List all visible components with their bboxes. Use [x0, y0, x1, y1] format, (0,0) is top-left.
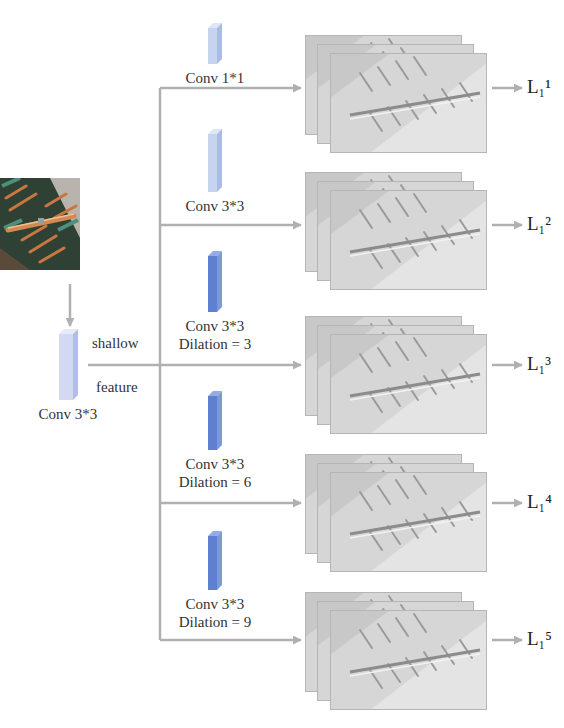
- layer-slab: [207, 22, 223, 65]
- conv-block: Conv 3*3 Dilation = 6: [164, 390, 266, 491]
- input-image: [0, 178, 80, 270]
- branch-arrow: [160, 224, 301, 227]
- loss-label: L₁¹: [527, 76, 551, 98]
- layer-label: Conv 3*3 Dilation = 3: [169, 317, 261, 353]
- wires: [70, 88, 522, 640]
- loss-arrow: [492, 364, 522, 367]
- layer-label: Conv 3*3: [169, 197, 261, 215]
- layer-slab: [207, 250, 223, 313]
- branch-arrow: [160, 502, 301, 505]
- loss-label: L₁³: [527, 353, 551, 375]
- loss-arrow: [492, 639, 522, 642]
- layer-slab: [58, 328, 79, 401]
- feature-stack: [305, 592, 487, 710]
- feature-stack: [305, 172, 487, 290]
- loss-label: L₁⁴: [527, 491, 552, 513]
- branch-arrow: [160, 87, 301, 90]
- feature-stack: [305, 316, 487, 434]
- branch-arrow: [160, 639, 301, 642]
- shallow-wire: [88, 364, 160, 367]
- layer-slab: [207, 128, 223, 193]
- conv-block: Conv 3*3: [165, 128, 265, 215]
- layer-label: Conv 3*3 Dilation = 9: [169, 595, 261, 631]
- layer-label: Conv 1*1: [169, 69, 261, 87]
- conv-block: Conv 3*3 Dilation = 3: [164, 250, 266, 353]
- loss-label: L₁²: [527, 213, 551, 235]
- input-arrow: [69, 284, 72, 326]
- feature-stack: [305, 454, 487, 572]
- feature-stack: [305, 35, 487, 153]
- layer-label: Conv 3*3: [22, 405, 114, 423]
- branch-arrow: [160, 364, 301, 367]
- loss-arrow: [492, 87, 522, 90]
- conv-block: Conv 3*3 Dilation = 9: [164, 530, 266, 631]
- loss-label: L₁⁵: [527, 628, 552, 650]
- layer-slab: [207, 390, 223, 451]
- wire-label: feature: [96, 378, 138, 396]
- loss-arrow: [492, 502, 522, 505]
- layer-label: Conv 3*3 Dilation = 6: [169, 455, 261, 491]
- wire-label: shallow: [92, 334, 139, 352]
- loss-arrow: [492, 224, 522, 227]
- layer-slab: [207, 530, 223, 591]
- conv-block: Conv 1*1: [165, 22, 265, 87]
